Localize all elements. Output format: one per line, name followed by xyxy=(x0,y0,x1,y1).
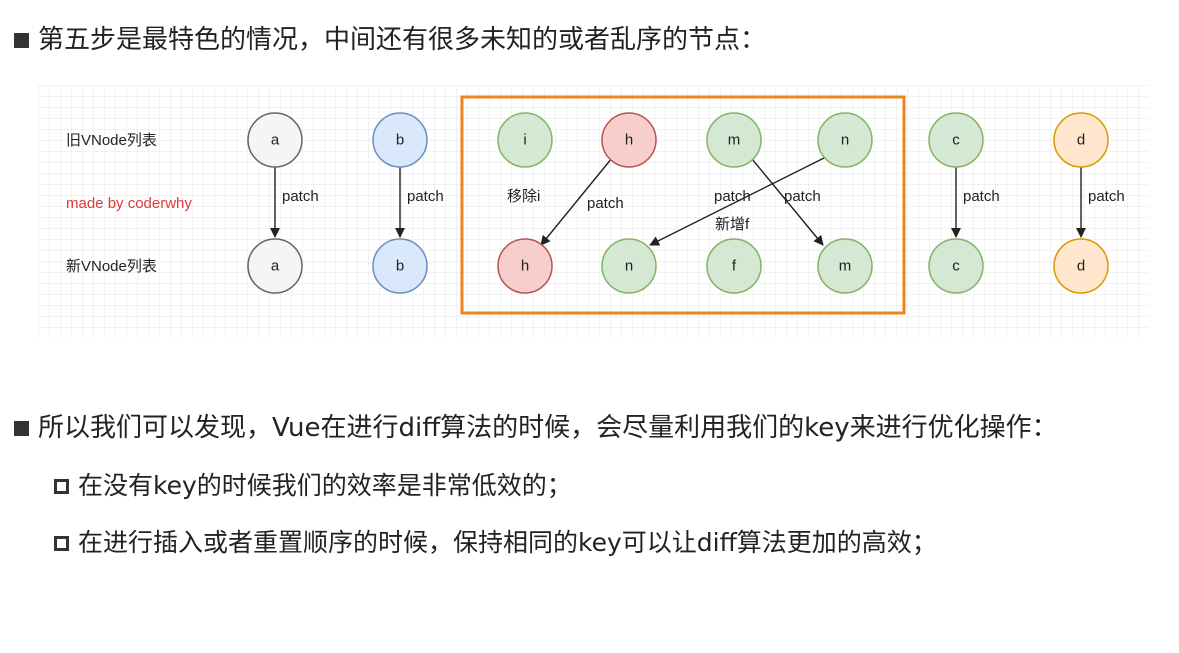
patch-label-a: patch xyxy=(282,188,319,205)
add-f-label: 新增f xyxy=(715,216,750,233)
svg-text:c: c xyxy=(952,258,960,275)
patch-label-c: patch xyxy=(963,188,1000,205)
patch-label-n: patch xyxy=(714,188,751,205)
unknown-sequence-highlight-box xyxy=(460,95,906,315)
heading-step-five-text: 第五步是最特色的情况，中间还有很多未知的或者乱序的节点： xyxy=(38,25,767,55)
vnode-diff-diagram: 旧VNode列表 made by coderwhy 新VNode列表 patch… xyxy=(38,85,1148,337)
new-node-a: a xyxy=(247,238,303,294)
svg-text:f: f xyxy=(732,258,737,275)
hollow-square-bullet-icon xyxy=(54,478,69,494)
hollow-square-bullet-icon xyxy=(54,535,69,551)
svg-text:a: a xyxy=(271,132,280,149)
svg-text:i: i xyxy=(523,132,526,149)
svg-text:a: a xyxy=(271,258,280,275)
new-node-m: m xyxy=(817,238,873,294)
old-node-a: a xyxy=(247,112,303,168)
new-node-d: d xyxy=(1053,238,1109,294)
square-bullet-icon xyxy=(14,32,29,48)
square-bullet-icon xyxy=(14,420,29,436)
sub-point-no-key-text: 在没有key的时候我们的效率是非常低效的； xyxy=(78,471,572,500)
svg-text:c: c xyxy=(952,132,960,149)
old-node-m: m xyxy=(706,112,762,168)
new-node-c: c xyxy=(928,238,984,294)
edge-n-patch xyxy=(649,156,827,246)
svg-text:n: n xyxy=(625,258,633,275)
sub-point-no-key: 在没有key的时候我们的效率是非常低效的； xyxy=(54,470,572,502)
old-node-n: n xyxy=(817,112,873,168)
svg-text:m: m xyxy=(839,258,852,275)
old-node-b: b xyxy=(372,112,428,168)
old-node-d: d xyxy=(1053,112,1109,168)
heading-step-five: 第五步是最特色的情况，中间还有很多未知的或者乱序的节点： xyxy=(14,24,766,56)
sub-point-same-key: 在进行插入或者重置顺序的时候，保持相同的key可以让diff算法更加的高效； xyxy=(54,527,937,559)
patch-label-h: patch xyxy=(587,195,624,212)
svg-text:b: b xyxy=(396,258,404,275)
old-node-i: i xyxy=(497,112,553,168)
sub-point-same-key-text: 在进行插入或者重置顺序的时候，保持相同的key可以让diff算法更加的高效； xyxy=(78,528,937,557)
svg-text:b: b xyxy=(396,132,404,149)
old-node-c: c xyxy=(928,112,984,168)
edge-h-patch xyxy=(540,157,613,246)
new-vnode-list-label: 新VNode列表 xyxy=(66,258,157,275)
new-node-n: n xyxy=(601,238,657,294)
heading-conclusion-text: 所以我们可以发现，Vue在进行diff算法的时候，会尽量利用我们的key来进行优… xyxy=(38,413,1058,443)
svg-text:h: h xyxy=(625,132,633,149)
patch-label-d: patch xyxy=(1088,188,1125,205)
svg-text:h: h xyxy=(521,258,529,275)
svg-text:d: d xyxy=(1077,258,1085,275)
svg-text:n: n xyxy=(841,132,849,149)
new-node-f: f xyxy=(706,238,762,294)
new-node-b: b xyxy=(372,238,428,294)
remove-i-label: 移除i xyxy=(507,188,540,205)
old-node-h: h xyxy=(601,112,657,168)
svg-text:d: d xyxy=(1077,132,1085,149)
heading-conclusion: 所以我们可以发现，Vue在进行diff算法的时候，会尽量利用我们的key来进行优… xyxy=(14,412,1058,444)
patch-label-b: patch xyxy=(407,188,444,205)
svg-text:m: m xyxy=(728,132,741,149)
watermark-label: made by coderwhy xyxy=(66,195,192,212)
new-node-h: h xyxy=(497,238,553,294)
patch-label-m: patch xyxy=(784,188,821,205)
old-vnode-list-label: 旧VNode列表 xyxy=(66,132,157,149)
edge-m-patch xyxy=(751,158,824,246)
